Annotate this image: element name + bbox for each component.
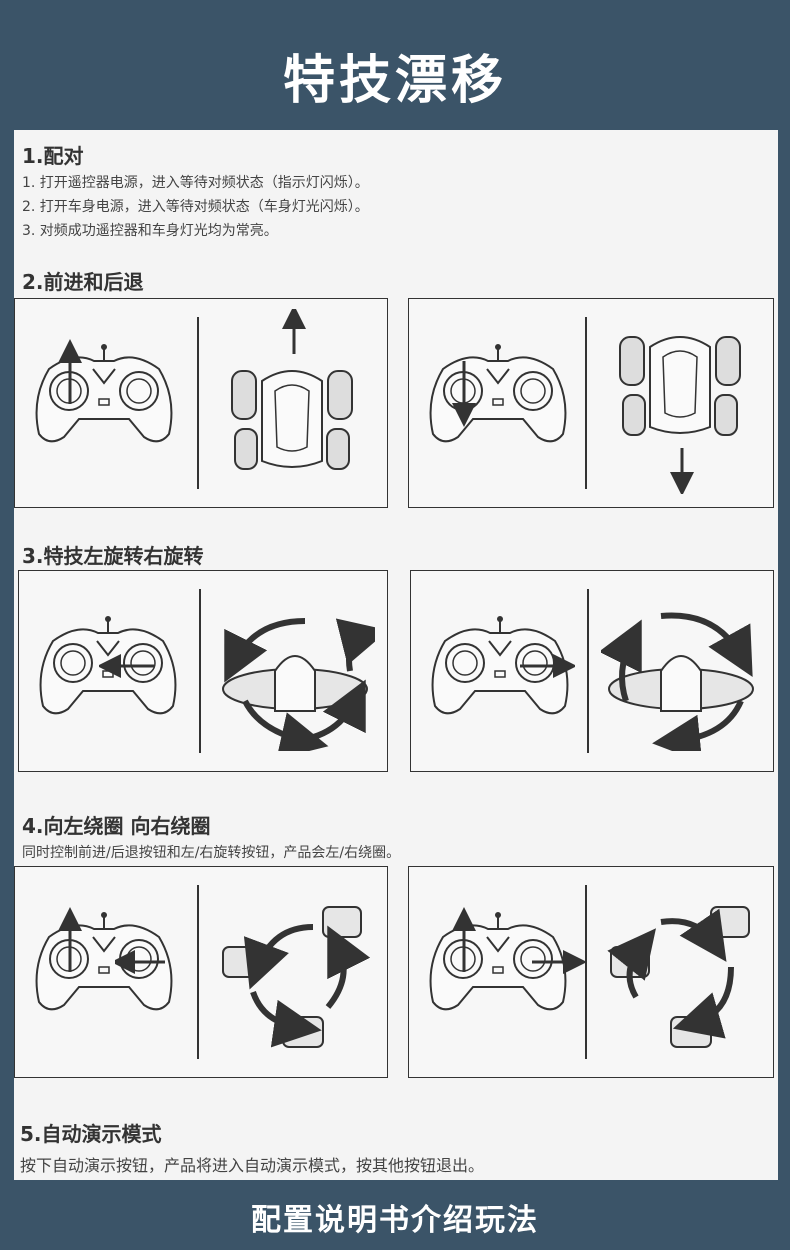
demo-description: 按下自动演示按钮，产品将进入自动演示模式，按其他按钮退出。 [20, 1152, 484, 1176]
arrow-left-icon [115, 947, 175, 977]
panel-divider [585, 885, 587, 1059]
forward-panel [14, 298, 388, 508]
manual-page: 1.配对 1. 打开遥控器电源，进入等待对频状态（指示灯闪烁）。 2. 打开车身… [14, 130, 778, 1180]
controller-icon [29, 339, 179, 449]
section-circle-heading: 4.向左绕圈 向右绕圈 [22, 810, 210, 839]
section-spin-heading: 3.特技左旋转右旋转 [22, 540, 204, 569]
circle-right-panel [408, 866, 774, 1078]
circle-description: 同时控制前进/后退按钮和左/右旋转按钮，产品会左/右绕圈。 [22, 842, 400, 862]
arrow-down-icon [449, 351, 479, 431]
footer-title: 配置说明书介绍玩法 [0, 1195, 790, 1239]
section-pairing-heading: 1.配对 [22, 140, 84, 169]
section-demo-heading: 5.自动演示模式 [20, 1118, 162, 1147]
pairing-step-3: 3. 对频成功遥控器和车身灯光均为常亮。 [22, 220, 278, 240]
arrow-up-icon [279, 309, 309, 359]
rotate-icon [601, 887, 761, 1057]
section-forward-back-heading: 2.前进和后退 [22, 266, 144, 295]
panel-divider [197, 885, 199, 1059]
arrow-up-icon [55, 339, 85, 419]
panel-divider [585, 317, 587, 489]
arrow-right-icon [527, 947, 587, 977]
pairing-step-1: 1. 打开遥控器电源，进入等待对频状态（指示灯闪烁）。 [22, 172, 369, 192]
controller-icon [423, 339, 573, 449]
rotate-icon [215, 601, 375, 751]
spin-left-panel [18, 570, 388, 772]
pairing-step-2: 2. 打开车身电源，进入等待对频状态（车身灯光闪烁）。 [22, 196, 369, 216]
rotate-icon [601, 601, 761, 751]
arrow-left-icon [99, 651, 159, 681]
banner-title: 特技漂移 [0, 38, 790, 113]
arrow-right-icon [515, 651, 575, 681]
car-icon [615, 317, 745, 447]
spin-right-panel [410, 570, 774, 772]
arrow-up-icon [55, 907, 85, 987]
arrow-down-icon [667, 444, 697, 494]
rotate-icon [213, 887, 373, 1057]
arrow-up-icon [449, 907, 479, 987]
panel-divider [199, 589, 201, 753]
circle-left-panel [14, 866, 388, 1078]
car-icon [227, 351, 357, 481]
backward-panel [408, 298, 774, 508]
panel-divider [197, 317, 199, 489]
panel-divider [587, 589, 589, 753]
